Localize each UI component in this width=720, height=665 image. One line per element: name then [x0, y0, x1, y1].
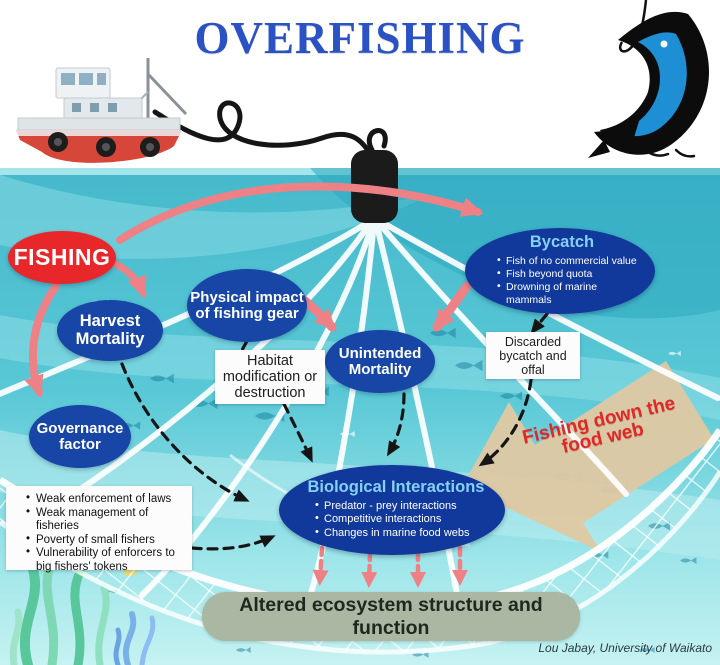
- list-item: Poverty of small fishers: [26, 533, 188, 548]
- node-fishing: FISHING: [8, 231, 116, 284]
- outcome-box: Altered ecosystem structure and function: [202, 592, 580, 641]
- node-physical-impact: Physical impact of fishing gear: [187, 269, 307, 342]
- effect-arrows: [120, 312, 549, 551]
- outcome-text: Altered ecosystem structure and function: [239, 593, 543, 639]
- list-item: Fish beyond quota: [497, 267, 641, 281]
- credit-text: Lou Jabay, University of Waikato: [538, 641, 712, 655]
- callout-habitat-text: Habitat modification or destruction: [222, 352, 318, 402]
- page-title: OVERFISHING: [194, 13, 526, 63]
- node-governance-factor: Governance factor: [29, 405, 131, 468]
- node-bycatch-title: Bycatch: [529, 233, 595, 252]
- list-item: Fish of no commercial value: [497, 254, 641, 268]
- node-biological-interactions-list: Predator - prey interactions Competitive…: [301, 499, 491, 540]
- outcome-arrows: [312, 545, 468, 588]
- node-biological-interactions-title: Biological Interactions: [307, 477, 485, 496]
- list-item: Weak enforcement of laws: [26, 492, 188, 507]
- node-bycatch: Bycatch Fish of no commercial value Fish…: [465, 228, 655, 314]
- node-bycatch-list: Fish of no commercial value Fish beyond …: [483, 254, 641, 307]
- list-item: Drowning of marine mammals: [497, 280, 641, 307]
- fishing-trawler-icon: [16, 58, 188, 163]
- node-fishing-label: FISHING: [13, 244, 111, 271]
- node-biological-interactions: Biological Interactions Predator - prey …: [279, 465, 505, 555]
- callout-governance-issues: Weak enforcement of laws Weak management…: [6, 486, 192, 573]
- governance-issues-list: Weak enforcement of laws Weak management…: [12, 492, 188, 574]
- node-governance-factor-label: Governance factor: [36, 419, 124, 453]
- callout-discarded: Discarded bycatch and offal: [486, 332, 580, 379]
- callout-discarded-text: Discarded bycatch and offal: [499, 334, 567, 377]
- node-physical-impact-label: Physical impact of fishing gear: [190, 288, 304, 322]
- list-item: Weak management of fisheries: [26, 506, 188, 534]
- node-harvest-mortality-label: Harvest Mortality: [75, 312, 145, 348]
- list-item: Vulnerability of enforcers to big fisher…: [26, 546, 188, 574]
- node-harvest-mortality: Harvest Mortality: [57, 300, 163, 361]
- seaweed-icon: [9, 551, 156, 665]
- list-item: Competitive interactions: [315, 512, 491, 526]
- hooked-fish-icon: [588, 0, 709, 158]
- list-item: Predator - prey interactions: [315, 499, 491, 513]
- node-unintended-mortality: Unintended Mortality: [325, 330, 435, 393]
- list-item: Changes in marine food webs: [315, 526, 491, 540]
- node-unintended-mortality-label: Unintended Mortality: [338, 344, 422, 378]
- callout-habitat: Habitat modification or destruction: [215, 350, 325, 404]
